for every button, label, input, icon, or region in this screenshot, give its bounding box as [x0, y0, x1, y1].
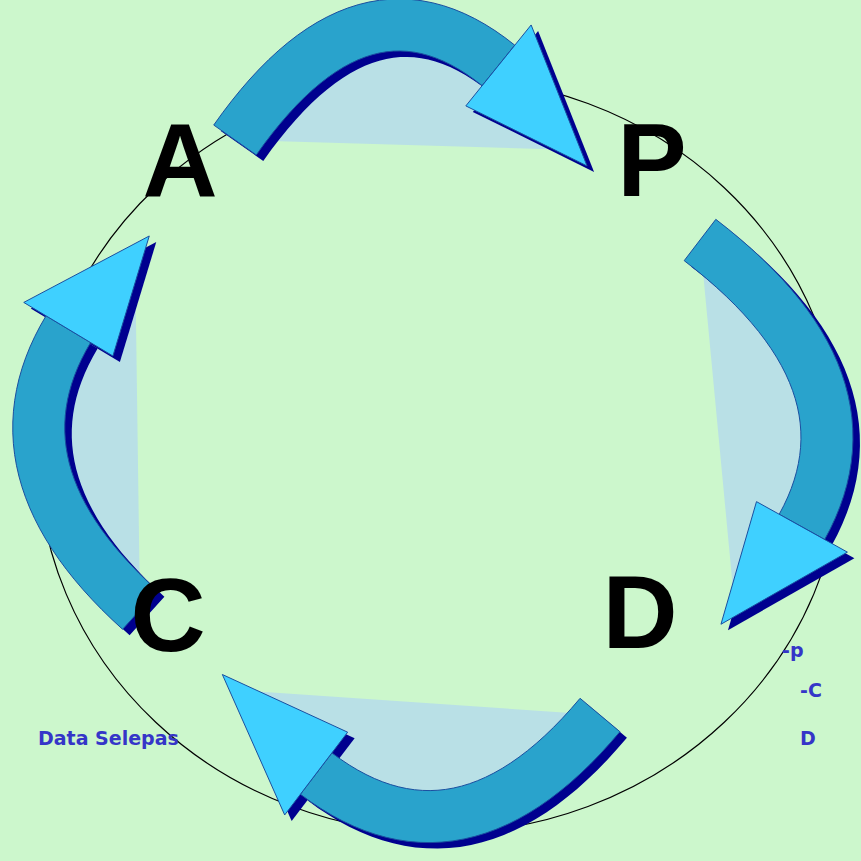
arrow-head	[222, 675, 347, 815]
arrow-head	[721, 502, 847, 625]
cycle-arrow	[214, 0, 594, 172]
cycle-circle	[38, 77, 842, 833]
note-text: -p	[782, 640, 804, 661]
cycle-arrow	[222, 675, 627, 849]
arrow-head	[466, 25, 587, 166]
phase-letter: A	[142, 108, 217, 212]
phase-letter: D	[602, 560, 677, 664]
arrow-body	[684, 219, 853, 539]
note-text: -C	[800, 680, 822, 701]
arrow-body	[214, 0, 515, 155]
arrow-head	[24, 236, 150, 356]
note-text: Data Selepas	[38, 728, 179, 749]
phase-letter: C	[130, 563, 205, 667]
arrow-body	[300, 698, 620, 842]
phase-letter: P	[617, 108, 686, 212]
cycle-arrow	[684, 219, 860, 630]
note-text: D	[800, 728, 816, 749]
